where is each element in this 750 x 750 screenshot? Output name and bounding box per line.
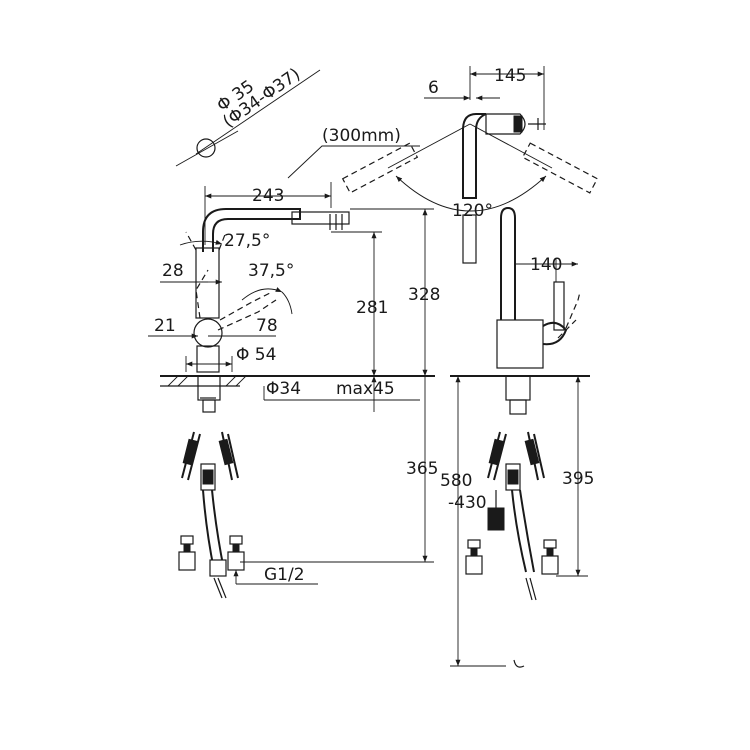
front-view: (300mm) 243 27,5° 28 37,5° 281 328 21 78… (148, 126, 440, 599)
label-28: 28 (162, 261, 184, 281)
label-78: 78 (256, 316, 278, 336)
side-spout (500, 206, 516, 320)
label-dia54: Φ 54 (236, 345, 276, 365)
lever-hub (193, 318, 223, 348)
label-328: 328 (408, 285, 440, 305)
label-120: 120° (452, 201, 493, 221)
supply-hose (202, 489, 225, 571)
spray-head (291, 211, 350, 225)
swivel-body-top (485, 113, 526, 135)
mounting-hole-circle (196, 138, 216, 158)
label-g12: G1/2 (264, 565, 305, 585)
label-395: 395 (562, 469, 594, 489)
label-140: 140 (530, 255, 562, 275)
label-max45: max45 (336, 379, 395, 399)
label-hose-length: (300mm) (322, 126, 401, 146)
label-21: 21 (154, 316, 176, 336)
hose-weight (487, 507, 505, 531)
label-430: -430 (448, 493, 487, 513)
side-view: 6 145 120° 140 580 -430 395 (341, 66, 599, 668)
faucet-body (195, 247, 220, 319)
label-27-5: 27,5° (224, 231, 270, 251)
label-365: 365 (406, 459, 438, 479)
label-dia34: Φ34 (266, 379, 301, 399)
side-body (496, 319, 544, 369)
label-281: 281 (356, 298, 388, 318)
label-6: 6 (428, 78, 439, 98)
mounting-hole-detail: Φ 35 (Φ34-Φ37) (175, 64, 321, 167)
mounting-shank (197, 375, 221, 401)
label-37-5: 37,5° (248, 261, 294, 281)
label-243: 243 (252, 186, 284, 206)
label-145: 145 (494, 66, 526, 86)
label-580: 580 (440, 471, 472, 491)
